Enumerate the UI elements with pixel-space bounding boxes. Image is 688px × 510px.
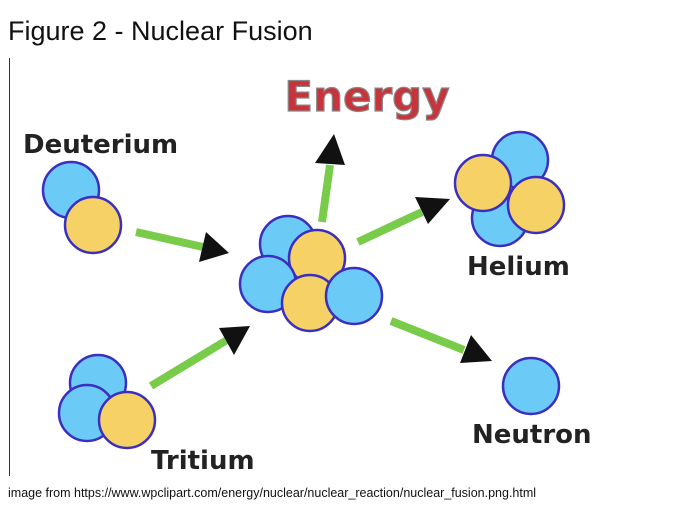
image-source-caption: image from https://www.wpclipart.com/ene… (8, 486, 537, 500)
neutron-particle (506, 175, 566, 235)
arrow-reaction-to-energy (315, 134, 345, 223)
arrow-deuterium-to-reaction (135, 228, 229, 262)
left-border-line (9, 58, 10, 476)
energy-label: Energy (284, 72, 449, 121)
tritium-nucleus (57, 353, 157, 450)
proton-particle (324, 266, 384, 326)
neutron-label: Neutron (472, 420, 592, 450)
arrow-tritium-to-reaction (148, 326, 250, 390)
figure-title: Figure 2 - Nuclear Fusion (8, 16, 313, 46)
free-neutron (501, 356, 561, 416)
tritium-label: Tritium (151, 446, 255, 476)
deuterium-nucleus (41, 160, 123, 255)
neutron-particle (97, 390, 157, 450)
arrow-reaction-to-helium (356, 197, 450, 246)
arrows (135, 134, 492, 390)
neutron-particle (501, 356, 561, 416)
fusion-reaction-cluster (238, 214, 384, 333)
deuterium-label: Deuterium (23, 130, 178, 160)
helium-nucleus (453, 130, 566, 248)
neutron-particle (453, 153, 513, 213)
neutron-particle (63, 195, 123, 255)
arrow-reaction-to-neutron (389, 317, 492, 363)
helium-label: Helium (467, 252, 570, 282)
